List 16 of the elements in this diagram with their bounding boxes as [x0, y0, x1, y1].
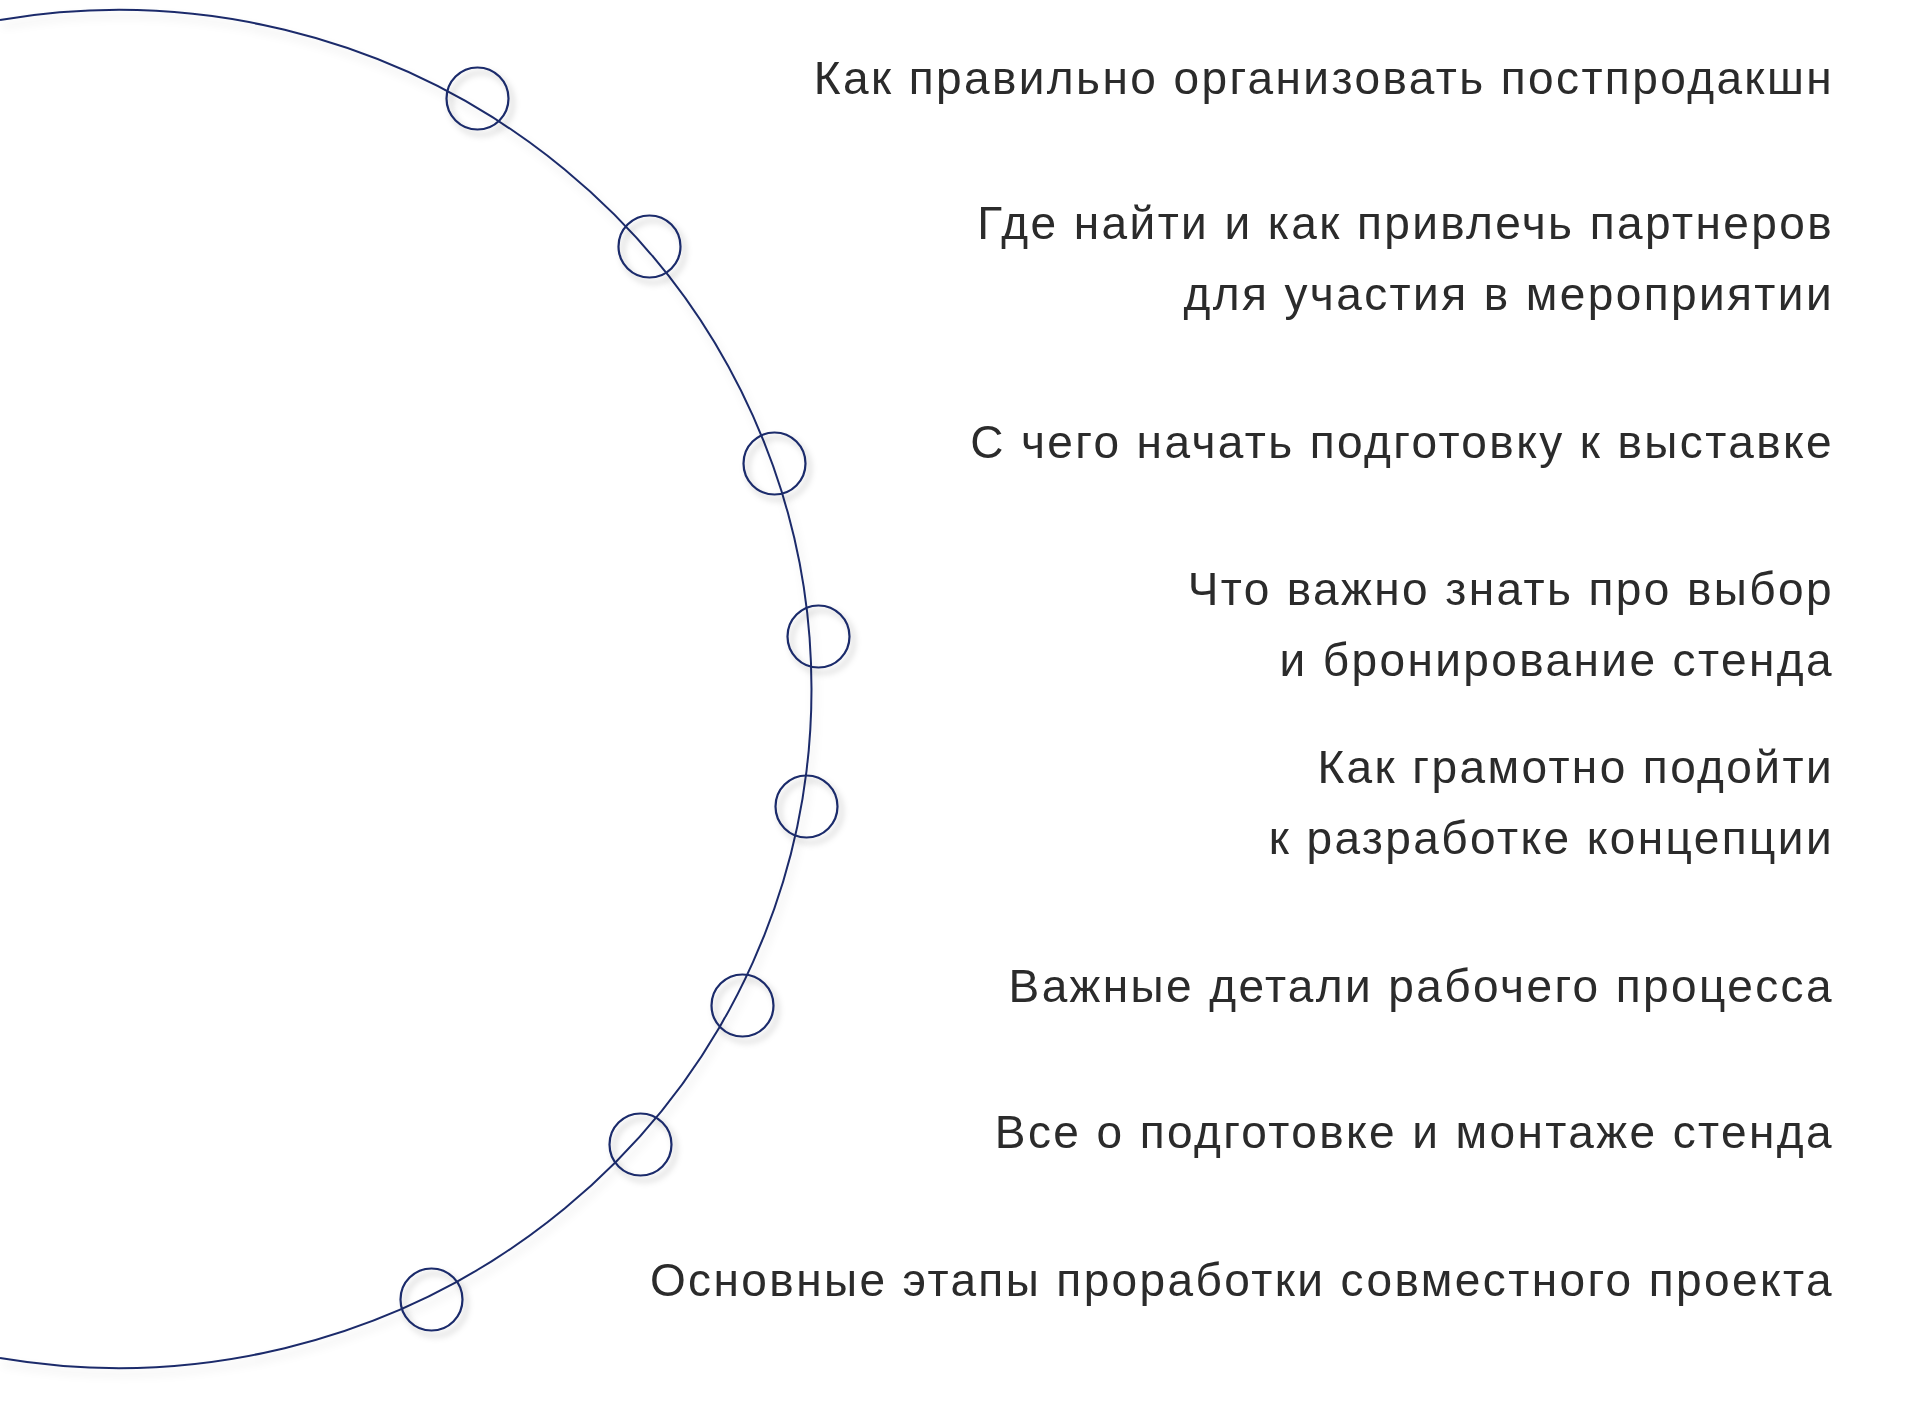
topic-text: Важные детали рабочего процесса: [1008, 959, 1834, 1014]
topic-text: Как грамотно подойти к разработке концепции: [1268, 740, 1834, 866]
topic-text: С чего начать подготовку к выставке: [970, 415, 1834, 470]
circle-marker: [741, 430, 807, 496]
circle-marker: [709, 972, 775, 1038]
topic-text: Основные этапы проработки совместного проекта: [649, 1253, 1834, 1308]
circle-marker: [785, 603, 851, 669]
circle-marker: [773, 773, 839, 839]
topic-text: Как правильно организовать постпродакшн: [813, 51, 1834, 106]
circle-marker: [444, 65, 510, 131]
circle-marker: [607, 1111, 673, 1177]
circle-marker: [398, 1266, 464, 1332]
topic-text: Что важно знать про выбор и бронирование стенда: [1187, 562, 1834, 688]
circle-marker: [616, 213, 682, 279]
topic-text: Где найти и как привлечь партнеров для участия в мероприятии: [977, 196, 1834, 322]
topic-text: Все о подготовке и монтаже стенда: [994, 1105, 1834, 1160]
